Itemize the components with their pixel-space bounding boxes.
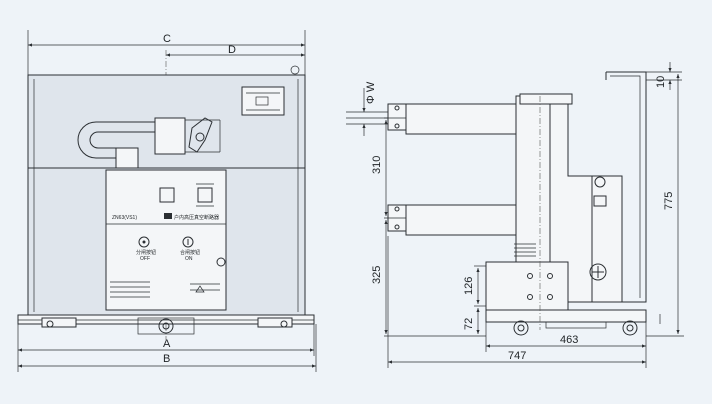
dim-10-label: 10 xyxy=(655,76,667,88)
side-truck xyxy=(485,309,661,336)
dim-b-label: B xyxy=(163,353,170,365)
nameplate-model: ZN63(VS1) xyxy=(112,215,137,221)
side-view: Φ W 310 325 126 72 xyxy=(346,62,684,368)
dim-463-label: 463 xyxy=(560,334,578,346)
control-panel: ZN63(VS1) 户内高压真空断路器 分闸按钮 OFF 合闸按钮 ON xyxy=(105,169,227,311)
operating-mechanism xyxy=(485,261,569,311)
warning-label xyxy=(241,86,285,116)
dim-a: A xyxy=(17,324,315,372)
dim-775-label: 775 xyxy=(663,192,675,210)
on-button-caption: 合闸按钮 xyxy=(180,249,200,256)
dim-a-label: A xyxy=(163,338,171,350)
dim-310-label: 310 xyxy=(371,156,383,174)
dim-72-label: 72 xyxy=(463,318,475,330)
dim-phi-w: Φ W xyxy=(362,81,377,136)
front-view: C D xyxy=(17,30,317,372)
dim-325: 325 xyxy=(371,220,486,337)
front-base xyxy=(17,314,315,335)
off-button[interactable] xyxy=(138,236,150,248)
dim-747: 747 xyxy=(387,236,646,368)
dim-775: 775 xyxy=(646,74,684,337)
off-button-label: OFF xyxy=(140,256,150,262)
dim-10: 10 xyxy=(646,62,682,90)
on-button[interactable] xyxy=(182,236,194,248)
dim-310: 310 xyxy=(371,117,406,219)
dim-126: 126 xyxy=(463,265,486,307)
dim-d-label: D xyxy=(228,44,236,56)
dim-c: C xyxy=(27,30,306,75)
contact-arm xyxy=(77,117,221,169)
side-frame xyxy=(602,71,647,303)
upper-contact-arm xyxy=(346,93,573,265)
nameplate-title: 户内高压真空断路器 xyxy=(174,214,219,221)
dim-325-label: 325 xyxy=(371,266,383,284)
manual-knob[interactable] xyxy=(216,257,226,267)
dim-d: D xyxy=(166,44,305,57)
off-button-caption: 分闸按钮 xyxy=(136,249,156,256)
on-button-label: ON xyxy=(185,256,193,262)
dim-126-label: 126 xyxy=(463,277,475,295)
dim-72: 72 xyxy=(463,308,480,334)
dim-phi-w-label: Φ W xyxy=(365,81,377,104)
dim-c-label: C xyxy=(163,33,171,45)
lower-contact-arm xyxy=(387,204,517,236)
dim-b: B xyxy=(18,324,317,372)
dim-463: 463 xyxy=(485,322,647,368)
dim-747-label: 747 xyxy=(508,350,526,362)
